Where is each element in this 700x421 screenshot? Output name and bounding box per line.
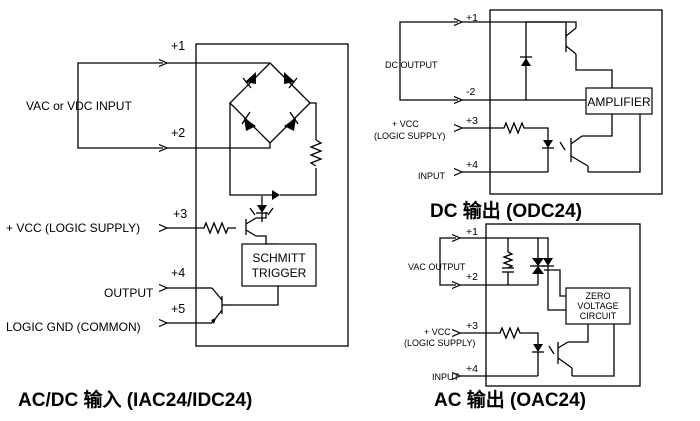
odc-diode <box>520 56 532 66</box>
odc-pin-1: +1 <box>466 12 478 24</box>
idc-title: AC/DC 输入 (IAC24/IDC24) <box>18 388 252 411</box>
idc-resistor <box>309 139 323 167</box>
schmitt-trigger-box <box>241 243 317 287</box>
zero-voltage-box <box>565 287 631 325</box>
schmitt-label-1: SCHMITT <box>252 251 306 265</box>
odc-dc-output-label: DC OUTPUT <box>385 60 438 70</box>
amplifier-box <box>585 87 653 115</box>
odc-logic-supply-label: (LOGIC SUPPLY) <box>374 131 445 141</box>
bridge-diode-2 <box>284 72 298 89</box>
odc-pin-2: -2 <box>466 86 475 98</box>
oac-title: AC 输出 (OAC24) <box>434 388 586 411</box>
oac-output-bracket <box>439 237 456 286</box>
idc-input-bracket <box>77 62 163 149</box>
idc-module: SCHMITT TRIGGER +1 +2 +3 +4 +5 VAC or VD… <box>6 39 349 411</box>
schmitt-label-2: TRIGGER <box>252 266 307 280</box>
oac-snubber-resistor <box>502 251 514 269</box>
idc-vcc-label: + VCC (LOGIC SUPPLY) <box>6 221 140 235</box>
oac-pin-1: +1 <box>466 226 478 238</box>
oac-module: ZERO VOLTAGE CIRCUIT +1 +2 +3 +4 VAC OUT… <box>404 223 641 411</box>
bridge-diode-3 <box>241 111 256 131</box>
bridge-diode-1 <box>242 72 256 89</box>
odc-output-bracket <box>399 21 458 101</box>
idc-optocoupler <box>245 196 274 237</box>
zero-label-2: VOLTAGE <box>577 301 618 311</box>
odc-input-label: INPUT <box>418 171 446 181</box>
odc-title: DC 输出 (ODC24) <box>430 199 582 222</box>
oac-vac-output-label: VAC OUTPUT <box>408 262 466 272</box>
oac-pin-2: +2 <box>466 271 478 283</box>
amplifier-label: AMPLIFIER <box>587 95 651 109</box>
oac-input-label: INPUT <box>432 372 460 382</box>
idc-vcc-resistor <box>200 221 236 235</box>
odc-optocoupler <box>494 127 589 173</box>
odc-vcc-label: + VCC <box>392 119 419 129</box>
odc-output-transistor <box>526 21 577 55</box>
idc-module-outline <box>195 43 349 347</box>
odc-pin-4: +4 <box>466 159 478 171</box>
idc-output-label: OUTPUT <box>104 286 154 300</box>
bridge-rectifier <box>229 62 311 144</box>
idc-pin-4: +4 <box>171 266 185 280</box>
oac-logic-supply-label: (LOGIC SUPPLY) <box>404 338 475 348</box>
oac-pin-3: +3 <box>466 320 478 332</box>
idc-input-label: VAC or VDC INPUT <box>26 99 132 113</box>
odc-module-outline <box>489 9 663 195</box>
oac-module-outline <box>485 223 641 387</box>
zero-label-1: ZERO <box>585 291 610 301</box>
idc-pin-1: +1 <box>171 39 185 53</box>
idc-pin-3: +3 <box>173 207 187 221</box>
zero-label-3: CIRCUIT <box>580 311 617 321</box>
oac-vcc-resistor <box>490 326 528 340</box>
oac-vcc-label: + VCC <box>424 327 451 337</box>
idc-pin-2: +2 <box>171 126 185 140</box>
oac-pin-4: +4 <box>466 363 478 375</box>
odc-pin-3: +3 <box>466 115 478 127</box>
idc-pin-5: +5 <box>171 302 185 316</box>
idc-output-transistor <box>211 287 232 324</box>
odc-module: AMPLIFIER +1 -2 +3 +4 DC OUTPUT + VCC (L… <box>374 9 663 222</box>
oac-optocoupler <box>490 332 573 377</box>
bridge-diode-4 <box>284 111 299 131</box>
odc-vcc-resistor <box>494 121 534 135</box>
idc-gnd-label: LOGIC GND (COMMON) <box>6 320 141 334</box>
